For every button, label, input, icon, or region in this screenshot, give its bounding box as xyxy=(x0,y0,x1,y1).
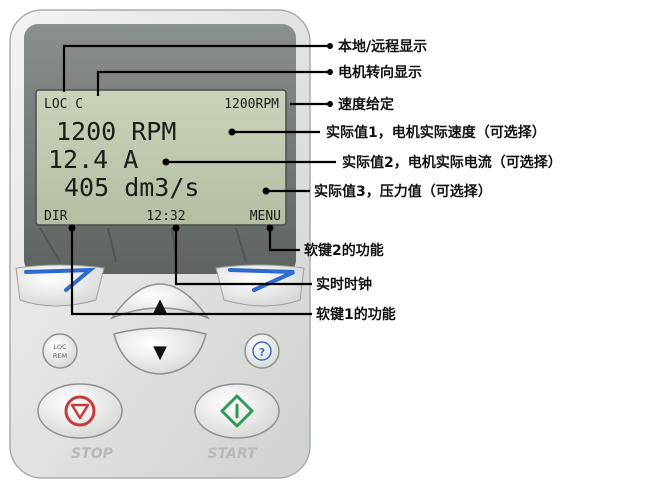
start-button[interactable] xyxy=(194,383,280,439)
label-realtime-clock: 实时时钟 xyxy=(316,276,372,293)
start-label: START xyxy=(207,446,258,462)
loc-rem-button[interactable]: LOC REM xyxy=(42,333,78,369)
loc-label: LOC xyxy=(53,343,67,351)
softkey-1-marker-icon xyxy=(24,267,96,292)
callout-softkey-1: 软键1的功能 xyxy=(68,224,396,323)
up-arrow-icon: ▲ xyxy=(153,295,167,316)
label-actual-value-3: 实际值3，压力值（可选择） xyxy=(314,183,492,200)
stop-button[interactable] xyxy=(37,383,123,439)
help-icon: ? xyxy=(259,346,265,359)
callout-motor-direction: 电机转向显示 xyxy=(96,64,422,96)
callout-speed-reference: 速度给定 xyxy=(290,96,394,113)
down-button[interactable]: ▼ xyxy=(113,327,207,375)
callout-local-remote: 本地/远程显示 xyxy=(62,38,427,92)
callout-actual-value-1: 实际值1，电机实际速度（可选择） xyxy=(228,124,546,141)
callout-softkey-2: 软键2的功能 xyxy=(266,224,384,259)
lcd-screen: LOC C 1200RPM 1200 RPM 12.4 A 405 dm3/s … xyxy=(35,89,287,226)
callout-actual-value-3: 实际值3，压力值（可选择） xyxy=(262,183,492,200)
label-actual-value-1: 实际值1，电机实际速度（可选择） xyxy=(326,124,546,141)
lcd-status-left: LOC C xyxy=(44,97,83,112)
softkey-2-button[interactable] xyxy=(215,264,305,307)
callout-realtime-clock: 实时时钟 xyxy=(172,224,372,293)
callout-actual-value-2: 实际值2，电机实际电流（可选择） xyxy=(162,154,562,171)
lcd-softkey-left: DIR xyxy=(44,209,68,224)
lcd-clock: 12:32 xyxy=(146,209,185,224)
label-softkey-2: 软键2的功能 xyxy=(304,242,384,259)
stop-icon xyxy=(70,403,90,420)
label-speed-reference: 速度给定 xyxy=(338,96,394,113)
rem-label: REM xyxy=(53,352,67,360)
lcd-actual-value-3: 405 dm3/s xyxy=(64,173,199,202)
lcd-actual-value-2: 12.4 A xyxy=(48,145,138,174)
label-local-remote: 本地/远程显示 xyxy=(338,38,427,55)
softkey-1-button[interactable] xyxy=(15,264,105,307)
label-softkey-1: 软键1的功能 xyxy=(316,306,396,323)
lcd-actual-value-1: 1200 RPM xyxy=(56,117,176,146)
down-arrow-icon: ▼ xyxy=(153,342,167,363)
label-motor-direction: 电机转向显示 xyxy=(338,64,422,81)
bezel-ridges xyxy=(39,227,247,263)
stop-label: STOP xyxy=(71,446,114,462)
up-button[interactable]: ▲ xyxy=(109,283,211,320)
label-actual-value-2: 实际值2，电机实际电流（可选择） xyxy=(342,154,562,171)
lcd-speed-reference: 1200RPM xyxy=(224,97,279,112)
lcd-softkey-right: MENU xyxy=(250,209,281,224)
help-button[interactable]: ? xyxy=(244,333,280,369)
